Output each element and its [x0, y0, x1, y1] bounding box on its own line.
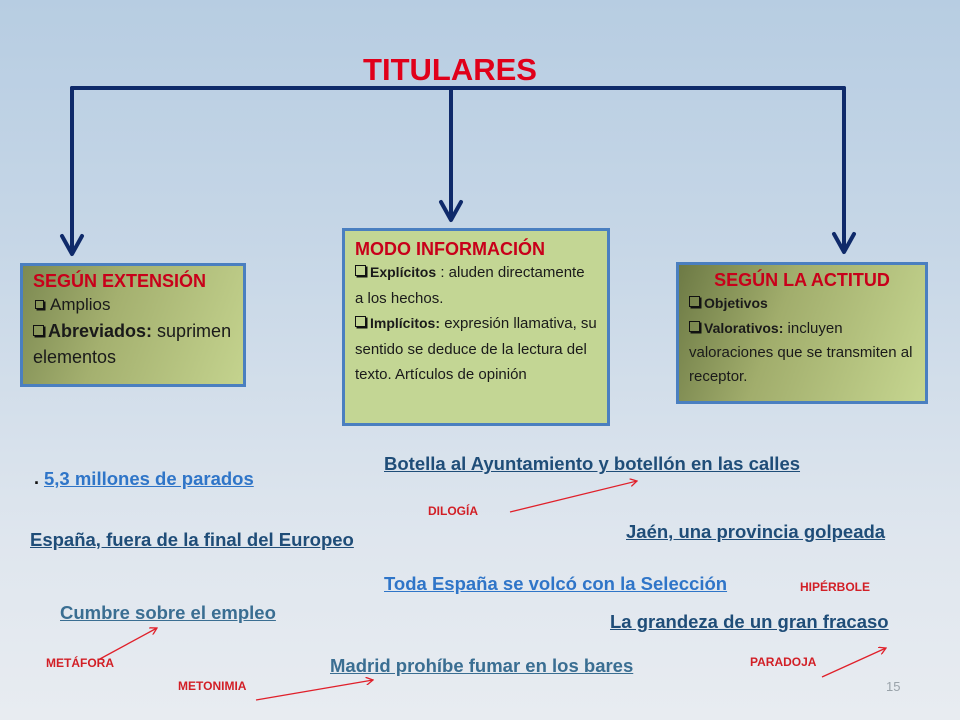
arrowhead-left — [60, 234, 84, 256]
figure-label-dilogia: DILOGÍA — [428, 504, 478, 518]
headline-jaen-link[interactable]: Jaén, una provincia golpeada — [626, 521, 886, 542]
diagram-title: TITULARES — [363, 52, 537, 87]
box-segun-actitud: SEGÚN LA ACTITUD Objetivos Valorativos: … — [676, 262, 928, 404]
checkbox-bullet-icon — [689, 296, 700, 307]
headline-madrid-link[interactable]: Madrid prohíbe fumar en los bares — [330, 655, 634, 676]
figure-label-hiperbole: HIPÉRBOLE — [800, 580, 871, 594]
arrow-metafora — [97, 628, 157, 661]
box-modo-title: MODO INFORMACIÓN — [355, 239, 545, 259]
arrow-paradoja — [821, 648, 886, 678]
headline-botella-link[interactable]: Botella al Ayuntamiento y botellón en la… — [384, 453, 801, 474]
headline-parados-link[interactable]: 5,3 millones de parados — [44, 468, 254, 489]
figure-label-metafora: METÁFORA — [46, 656, 114, 670]
modo-item-explicitos: Explícitos : aluden directamente a los h… — [355, 264, 585, 307]
box-modo-informacion: MODO INFORMACIÓN Explícitos : aluden dir… — [342, 228, 610, 426]
box-segun-extension: SEGÚN EXTENSIÓN Amplios Abreviados: supr… — [20, 263, 246, 387]
extension-item-amplios: Amplios — [33, 292, 233, 318]
figure-label-paradoja: PARADOJA — [750, 655, 817, 669]
figure-label-metonimia: METONIMIA — [178, 679, 247, 693]
box-extension-title: SEGÚN EXTENSIÓN — [33, 271, 207, 291]
box-actitud-title: SEGÚN LA ACTITUD — [714, 270, 890, 290]
headline-grandeza-link[interactable]: La grandeza de un gran fracaso — [610, 611, 889, 632]
actitud-item-objetivos: Objetivos — [689, 291, 915, 316]
checkbox-bullet-icon — [355, 316, 366, 327]
headline-espana-link[interactable]: España, fuera de la final del Europeo — [30, 529, 354, 550]
extension-item-abreviados: Abreviados: suprimen elementos — [33, 321, 232, 367]
arrowhead-right — [832, 232, 856, 254]
arrowhead-center — [439, 200, 463, 222]
headline-toda-espana-link[interactable]: Toda España se volcó con la Selección — [384, 573, 728, 594]
page-number: 15 — [886, 679, 901, 694]
arrow-dilogia — [509, 481, 637, 513]
arrow-metonimia — [255, 680, 373, 701]
actitud-item-valorativos: Valorativos: incluyen valoraciones que s… — [689, 320, 913, 385]
checkbox-bullet-icon — [35, 300, 44, 309]
checkbox-bullet-icon — [33, 325, 44, 336]
modo-item-implicitos: Implícitos: expresión llamativa, su sent… — [355, 315, 597, 383]
parados-prefix: . — [34, 468, 40, 488]
checkbox-bullet-icon — [689, 321, 700, 332]
checkbox-bullet-icon — [355, 265, 366, 276]
headline-cumbre-link[interactable]: Cumbre sobre el empleo — [60, 602, 276, 623]
